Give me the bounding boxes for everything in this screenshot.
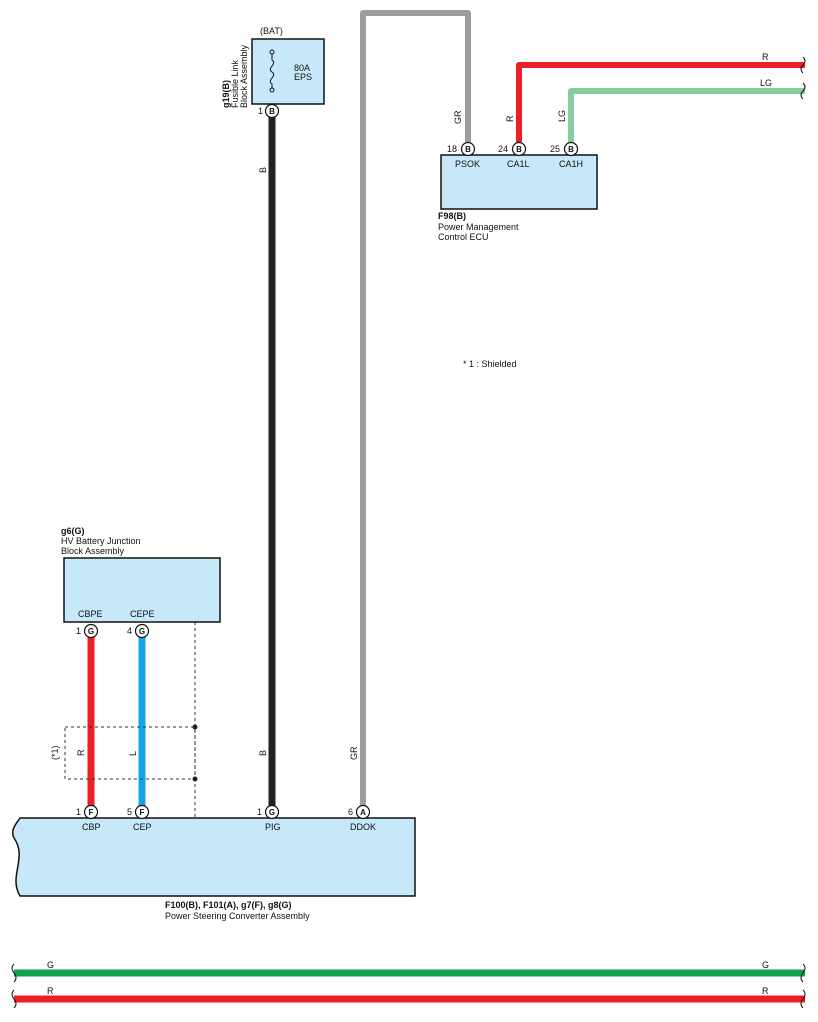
ecu-pin24-circle	[511, 141, 527, 157]
fusible-pin-connector: B	[269, 107, 275, 116]
ecu-pin24-number: 24	[498, 144, 508, 154]
ecu-pin18-connector: B	[465, 145, 471, 154]
wire-r-ca1l	[516, 62, 805, 142]
ecu-name2: Control ECU	[438, 232, 489, 242]
conv-pin-ddok-circle	[355, 804, 371, 820]
fusible-link-box	[251, 38, 325, 105]
ecu-pin24-connector: B	[516, 145, 522, 154]
hv-junction-name1: HV Battery Junction	[61, 536, 141, 546]
bus-end-right-r	[800, 989, 806, 1009]
conv-pin-ddok-number: 6	[348, 807, 353, 817]
converter-box	[11, 817, 416, 897]
ecu-pin18-number: 18	[447, 144, 457, 154]
right-wire-lg-label: LG	[760, 78, 772, 88]
conv-pin-cep-terminal: CEP	[133, 822, 152, 832]
fusible-link-code: g19(B)	[221, 80, 231, 108]
conv-pin-pig-connector: G	[269, 808, 275, 817]
hv-pin4-connector: G	[139, 627, 145, 636]
wire-gr-label: GR	[349, 746, 359, 760]
ecu-pin24-terminal: CA1L	[507, 159, 530, 169]
hv-pin4-terminal: CEPE	[130, 609, 155, 619]
wire-l-label: L	[128, 751, 138, 756]
hv-pin4-number: 4	[127, 626, 132, 636]
ecu-pin25-connector: B	[568, 145, 574, 154]
bus-red-label-left: R	[47, 986, 54, 996]
fusible-link-name1: Fusible Link	[230, 59, 240, 108]
hv-pin1-connector: G	[88, 627, 94, 636]
hv-junction-code: g6(G)	[61, 526, 85, 536]
hv-pin1-number: 1	[76, 626, 81, 636]
wire-r-label: R	[76, 749, 86, 756]
bus-end-right-g	[800, 963, 806, 983]
fusible-pin-number: 1	[258, 106, 263, 116]
conv-pin-ddok-connector: A	[360, 808, 366, 817]
shield-dot-bottom	[192, 776, 198, 782]
ecu-pin25-circle	[563, 141, 579, 157]
ecu-pin18-terminal: PSOK	[455, 159, 480, 169]
hv-junction-name2: Block Assembly	[61, 546, 125, 556]
shield-label: (*1)	[50, 745, 60, 760]
right-wire-r-label: R	[762, 52, 769, 62]
conv-pin-cbp-terminal: CBP	[82, 822, 101, 832]
wire-end-r	[800, 56, 806, 74]
bus-green-label-right: G	[762, 960, 769, 970]
bat-label: (BAT)	[260, 26, 283, 36]
wire-lg-ca1h	[568, 88, 805, 142]
wire-gr-ddok	[360, 10, 471, 806]
conv-pin-pig-terminal: PIG	[265, 822, 281, 832]
hv-junction-box	[63, 557, 221, 623]
bus-red-label-right: R	[762, 986, 769, 996]
ecu-pin25-number: 25	[550, 144, 560, 154]
fuse-name: EPS	[294, 72, 312, 82]
conv-pin-cep-connector: F	[140, 808, 145, 817]
shield-box	[64, 726, 196, 780]
ecu-pin24-wire: R	[505, 115, 515, 122]
conv-pin-cbp-circle	[83, 804, 99, 820]
fuse-rating: 80A	[294, 63, 310, 73]
fusible-link-name2: Block Assembly	[239, 44, 249, 108]
bus-end-left-r	[11, 989, 17, 1009]
bus-green-label-left: G	[47, 960, 54, 970]
conv-pin-cep-number: 5	[127, 807, 132, 817]
wire-b-top-label: B	[258, 167, 268, 173]
ecu-pin18-wire: GR	[453, 110, 463, 124]
fuse-icon	[269, 49, 275, 93]
converter-code: F100(B), F101(A), g7(F), g8(G)	[165, 900, 292, 910]
ecu-pin25-terminal: CA1H	[559, 159, 583, 169]
conv-pin-pig-circle	[264, 804, 280, 820]
wire-b-bottom-label: B	[258, 750, 268, 756]
conv-pin-pig-number: 1	[257, 807, 262, 817]
hv-pin4-circle	[134, 623, 150, 639]
shield-dot-top	[192, 724, 198, 730]
conv-pin-cbp-connector: F	[89, 808, 94, 817]
fusible-pin-circle	[264, 103, 280, 119]
ecu-pin18-circle	[460, 141, 476, 157]
ecu-name1: Power Management	[438, 222, 519, 232]
hv-pin1-circle	[83, 623, 99, 639]
hv-pin1-terminal: CBPE	[78, 609, 103, 619]
wire-end-lg	[800, 82, 806, 100]
ecu-pin25-wire: LG	[557, 110, 567, 122]
converter-name: Power Steering Converter Assembly	[165, 911, 310, 921]
shield-note: * 1 : Shielded	[463, 359, 517, 369]
conv-pin-cep-circle	[134, 804, 150, 820]
bus-end-left-g	[11, 963, 17, 983]
ecu-code: F98(B)	[438, 211, 466, 221]
conv-pin-cbp-number: 1	[76, 807, 81, 817]
conv-pin-ddok-terminal: DDOK	[350, 822, 376, 832]
